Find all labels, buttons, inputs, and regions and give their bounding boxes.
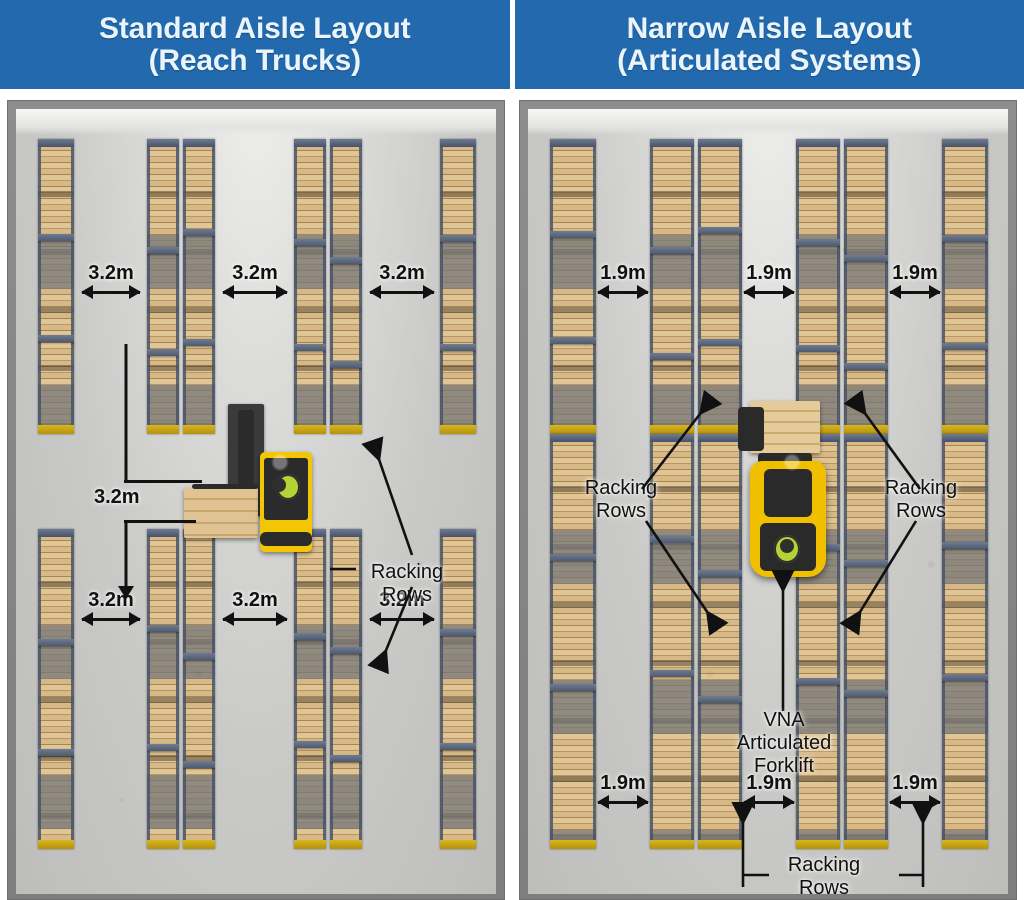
dimension-label: 1.9m [746, 772, 792, 794]
left-panel-header: Standard Aisle Layout (Reach Trucks) [0, 0, 510, 89]
dimension-stem-upper [124, 344, 128, 482]
dimension-label: 1.9m [892, 262, 938, 284]
racking-column [844, 139, 888, 434]
vna-forklift-leader-arrow [771, 569, 795, 711]
right-panel-narrow-aisle: 1.9m 1.9m 1.9m 1.9m 1.9m [519, 100, 1017, 900]
racking-column [550, 434, 596, 849]
right-panel-title-line1: Narrow Aisle Layout [626, 11, 912, 45]
racking-column [844, 434, 888, 849]
racking-column [330, 529, 362, 849]
racking-column [650, 139, 694, 434]
racking-column [38, 529, 74, 849]
dimension-label: 1.9m [600, 262, 646, 284]
header-row: Standard Aisle Layout (Reach Trucks) Nar… [0, 0, 1024, 89]
racking-rows-line1: Racking [584, 477, 658, 499]
racking-rows-line1: Racking [370, 561, 444, 583]
vna-mast-carriage [738, 407, 764, 451]
racking-rows-line2: Rows [895, 500, 946, 522]
racking-column [698, 139, 742, 434]
reach-truck-forks [192, 484, 258, 489]
racking-column [650, 434, 694, 849]
left-panel-floor: 3.2m 3.2m 3.2m 3.2m 3.2m [16, 109, 496, 894]
reach-truck-pallet-load [184, 488, 258, 538]
reach-truck-vehicle [176, 404, 316, 554]
vna-forklift-callout: VNA Articulated Forklift [714, 709, 854, 778]
aisle-dimension-bottom-2: 1.9m [743, 772, 795, 814]
right-panel-title-line2: (Articulated Systems) [617, 43, 922, 77]
dimension-label: 3.2m [379, 262, 425, 284]
vna-callout-line1: VNA [763, 709, 805, 731]
dimension-arrowhead-down [118, 586, 134, 599]
dimension-label: 3.2m [232, 262, 278, 284]
dimension-tick-upper [124, 480, 202, 483]
vna-engine-deck [764, 469, 812, 517]
operator-head [272, 478, 286, 492]
left-panel-back-wall [16, 109, 496, 135]
racking-rows-callout-right: Racking Rows [866, 477, 976, 523]
racking-column [183, 139, 215, 434]
dimension-label: 3.2m [88, 262, 134, 284]
aisle-dimension-bottom-3: 1.9m [889, 772, 941, 814]
racking-rows-callout-left: Racking Rows [566, 477, 676, 523]
dimension-label: 3.2m [232, 589, 278, 611]
left-panel-standard-aisle: 3.2m 3.2m 3.2m 3.2m 3.2m [7, 100, 505, 900]
racking-column [183, 529, 215, 849]
racking-rows-line2: Rows [381, 584, 432, 606]
aisle-dimension-top-3: 1.9m [889, 262, 941, 304]
racking-column [294, 529, 326, 849]
racking-rows-line2: Rows [595, 500, 646, 522]
dimension-stem-lower [124, 520, 128, 588]
aisle-dimension-top-2: 3.2m [222, 262, 288, 304]
dimension-label: 1.9m [746, 262, 792, 284]
racking-column [38, 139, 74, 434]
racking-column [942, 139, 988, 434]
racking-rows-line1: Racking [787, 854, 861, 876]
vna-callout-line2: Articulated [736, 732, 832, 754]
racking-rows-line2: Rows [798, 877, 849, 894]
right-panel-header: Narrow Aisle Layout (Articulated Systems… [514, 0, 1024, 89]
racking-column [147, 139, 179, 434]
aisle-dimension-bottom-1: 1.9m [597, 772, 649, 814]
left-panel-title-line1: Standard Aisle Layout [99, 11, 411, 45]
left-panel-title-line2: (Reach Trucks) [148, 43, 361, 77]
racking-rows-line1: Racking [884, 477, 958, 499]
panels-container: 3.2m 3.2m 3.2m 3.2m 3.2m [0, 100, 1024, 900]
dimension-label: 1.9m [892, 772, 938, 794]
operator-head [780, 539, 794, 553]
racking-rows-callout-bottom: Racking Rows [769, 854, 879, 894]
vna-callout-line3: Forklift [754, 755, 814, 777]
racking-column [698, 434, 742, 849]
aisle-dimension-bottom-2: 3.2m [222, 589, 288, 631]
aisle-dimension-top-2: 1.9m [743, 262, 795, 304]
racking-column [796, 139, 840, 434]
racking-rows-callout: Racking Rows [352, 561, 462, 607]
right-panel-floor: 1.9m 1.9m 1.9m 1.9m 1.9m [528, 109, 1008, 894]
cross-aisle-dimension-vertical: 3.2m [94, 344, 202, 604]
racking-column [550, 139, 596, 434]
dimension-label: 3.2m [94, 486, 140, 508]
aisle-dimension-top-3: 3.2m [369, 262, 435, 304]
racking-column [440, 139, 476, 434]
aisle-dimension-top-1: 3.2m [81, 262, 141, 304]
dimension-label: 1.9m [600, 772, 646, 794]
vna-articulated-forklift-vehicle [728, 399, 838, 579]
racking-column [440, 529, 476, 849]
racking-column [294, 139, 326, 434]
dimension-tick-lower [124, 520, 196, 523]
right-panel-back-wall [528, 109, 1008, 135]
racking-column [330, 139, 362, 434]
reach-truck-rear-wheel [260, 532, 312, 546]
racking-column [942, 434, 988, 849]
aisle-dimension-top-1: 1.9m [597, 262, 649, 304]
racking-column [147, 529, 179, 849]
